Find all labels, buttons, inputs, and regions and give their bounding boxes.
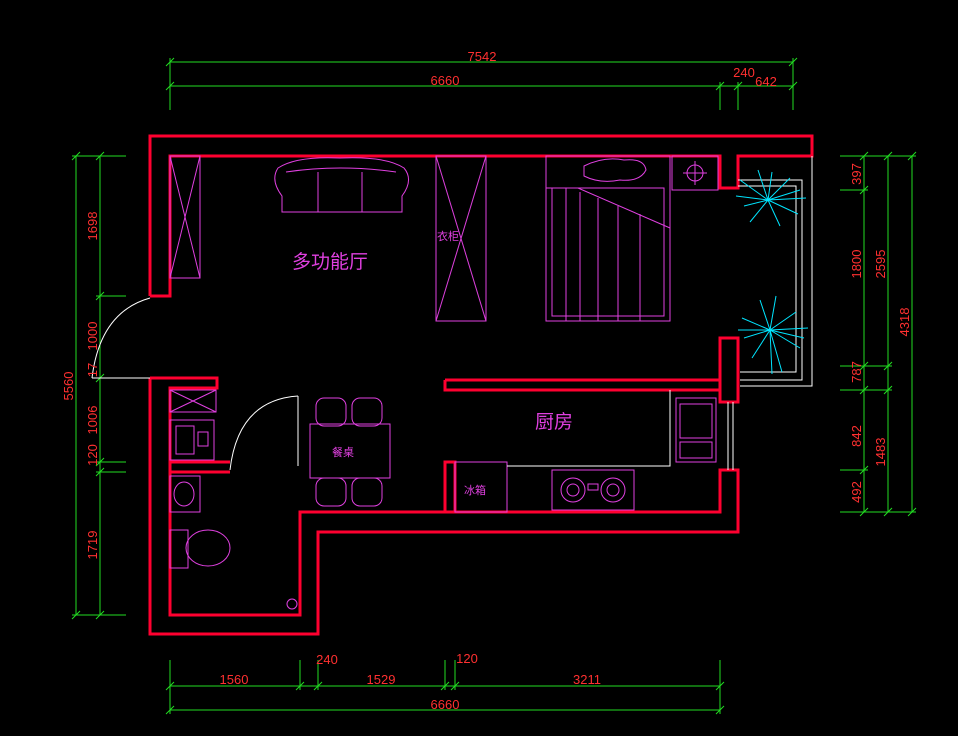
dim-left-120: 120 [85,444,100,466]
right-dimensions [840,151,917,517]
fridge [454,461,508,513]
dim-left-17: 17 [85,363,100,377]
dining-set [309,397,391,507]
entry-door [91,297,151,379]
label-dining-table: 餐桌 [332,445,354,459]
dim-right-4318: 4318 [897,308,912,337]
dim-left-total: 5560 [61,372,76,401]
balcony [727,156,813,470]
dim-left-1006: 1006 [85,406,100,435]
dim-right-842: 842 [849,425,864,447]
washer [169,419,215,461]
dim-right-1483: 1483 [873,438,888,467]
bottom-dimensions [165,660,725,715]
plant-bottom [738,295,809,375]
label-living: 多功能厅 [292,251,368,273]
floor-drain [286,598,298,610]
bath-cabinet [169,389,217,413]
dim-right-492: 492 [849,481,864,503]
plant-top [735,169,807,227]
dim-right-1800: 1800 [849,250,864,279]
dim-top-642: 642 [755,74,777,89]
bathroom-door [229,395,299,471]
left-cabinet [169,155,201,279]
wardrobe [435,155,487,322]
kitchen-sink [675,397,717,463]
dim-left-1698: 1698 [85,212,100,241]
stove [551,469,635,511]
dim-bottom-total: 6660 [431,697,460,712]
nightstand [671,155,719,191]
dim-bottom-240: 240 [316,652,338,667]
dim-bottom-1560: 1560 [220,672,249,687]
left-dimensions [71,151,126,620]
dim-top-total: 7542 [468,49,497,64]
walls [148,134,814,636]
label-fridge: 冰箱 [464,483,486,497]
toilet [169,529,231,569]
top-dimensions [165,57,798,110]
kitchen-counter [507,390,671,467]
dim-left-1000: 1000 [85,322,100,351]
dim-right-397: 397 [849,163,864,185]
dim-top-240: 240 [733,65,755,80]
dim-right-787: 787 [849,361,864,383]
dim-left-1719: 1719 [85,531,100,560]
label-wardrobe: 衣柜 [437,229,459,243]
label-kitchen: 厨房 [535,411,573,433]
dim-top-main: 6660 [431,73,460,88]
dim-bottom-3211: 3211 [573,672,601,687]
dim-bottom-120: 120 [456,651,478,666]
sofa [274,157,409,213]
bed [545,155,671,322]
dim-right-2595: 2595 [873,250,888,279]
dim-bottom-1529: 1529 [367,672,396,687]
sink [169,475,201,513]
